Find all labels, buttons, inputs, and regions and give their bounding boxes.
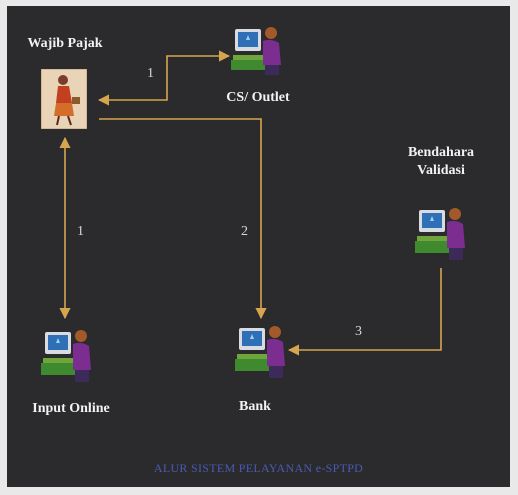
label-input-online: Input Online	[32, 401, 110, 416]
diagram-canvas: Wajib Pajak CS/ Outlet 1 Bendahara	[7, 6, 510, 487]
label-bendahara-line1: Bendahara	[407, 145, 475, 160]
diagram-caption: ALUR SISTEM PELAYANAN e-SPTPD	[153, 461, 364, 475]
step-number-bank: 2	[241, 224, 248, 239]
computer-user-icon	[39, 324, 95, 386]
step-number-cs: 1	[147, 66, 154, 81]
step-number-bendahara: 3	[355, 324, 362, 339]
arrow-bendahara-bank	[287, 268, 442, 356]
computer-user-icon	[413, 202, 469, 264]
label-bendahara-line2: Validasi	[417, 163, 465, 178]
arrow-wajib-cs	[97, 50, 231, 106]
label-bank: Bank	[239, 399, 271, 414]
flow-connectors	[59, 50, 442, 356]
computer-user-icon	[233, 320, 289, 382]
label-wajib-pajak: Wajib Pajak	[27, 36, 103, 51]
arrow-wajib-bank	[99, 118, 267, 320]
taxpayer-figure-icon	[40, 68, 88, 130]
label-bendahara: Bendahara Validasi	[393, 144, 489, 180]
step-number-input: 1	[77, 224, 84, 239]
computer-user-icon	[229, 21, 285, 79]
label-cs-outlet: CS/ Outlet	[226, 90, 290, 105]
